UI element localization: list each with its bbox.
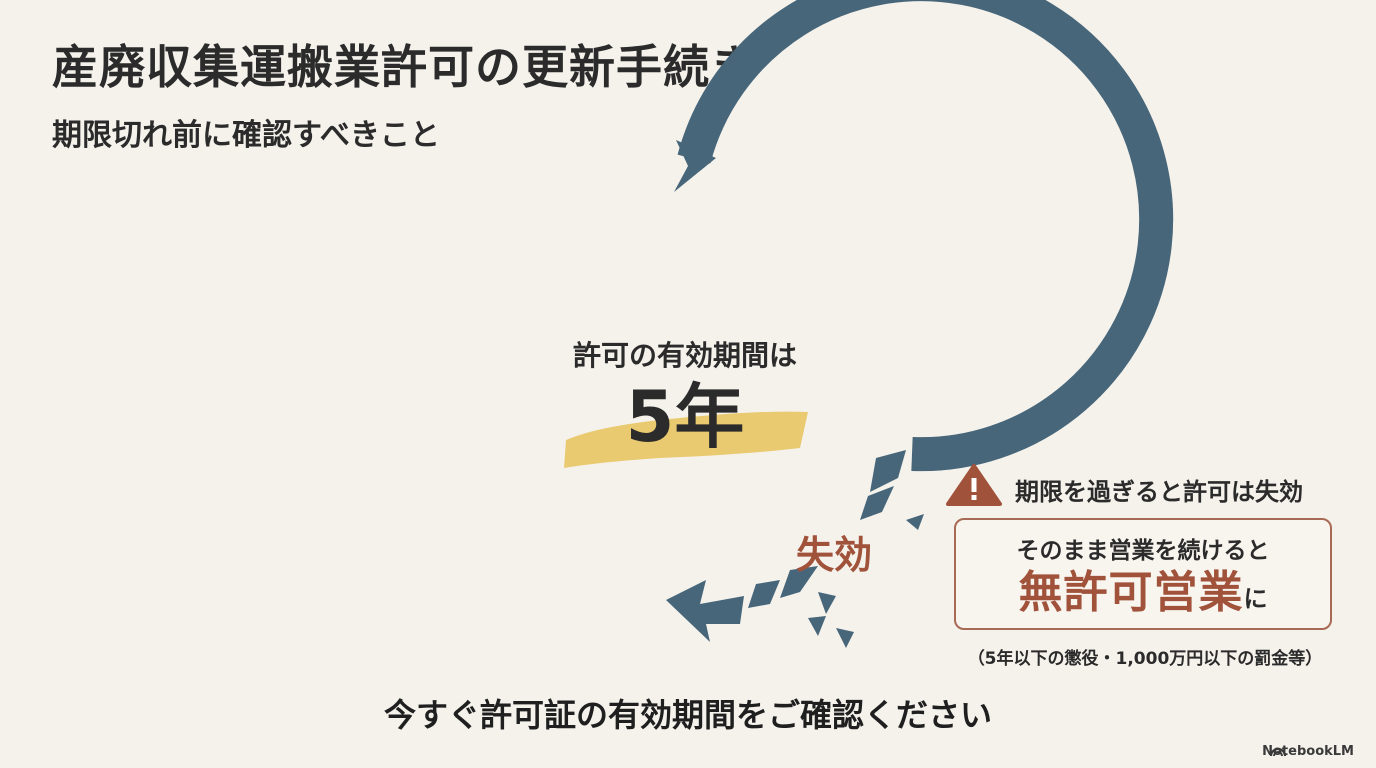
page-title: 産廃収集運搬業許可の更新手続き xyxy=(52,40,757,94)
warning-text: 期限を過ぎると許可は失効 xyxy=(1015,478,1303,506)
callout-emphasis: 無許可営業 xyxy=(1018,566,1244,618)
callout-line2: 無許可営業に xyxy=(956,566,1330,619)
cycle-arrowhead-top xyxy=(674,140,716,192)
broken-fragment-5 xyxy=(748,580,780,608)
broken-fragment-6 xyxy=(818,592,836,614)
call-to-action: 今すぐ許可証の有効期間をご確認ください xyxy=(383,696,992,734)
brand-footer: NotebookLM xyxy=(1241,744,1354,759)
broken-fragment-3 xyxy=(906,514,924,530)
notebooklm-logo-icon xyxy=(1269,747,1287,757)
cycle-arrowhead-bottom xyxy=(666,580,744,642)
page-subtitle: 期限切れ前に確認すべきこと xyxy=(52,118,440,153)
expired-label: 失効 xyxy=(796,533,873,577)
broken-fragment-8 xyxy=(836,628,854,648)
warning-row: 期限を過ぎると許可は失効 xyxy=(955,472,1303,507)
broken-fragment-2 xyxy=(860,486,894,520)
broken-fragment-4 xyxy=(780,566,818,598)
brand-name: NotebookLM xyxy=(1262,744,1354,759)
callout-line1: そのまま営業を続けると xyxy=(1016,538,1270,564)
cycle-ring xyxy=(677,0,1174,472)
broken-fragment-1 xyxy=(870,450,906,492)
warning-triangle-icon xyxy=(946,464,1002,506)
callout-suffix: に xyxy=(1243,584,1268,613)
penalty-note: （5年以下の懲役・1,000万円以下の罰金等） xyxy=(967,649,1323,669)
broken-fragment-7 xyxy=(808,616,826,636)
validity-period-value: 5年 xyxy=(625,376,745,458)
highlight-stroke xyxy=(564,411,808,468)
unlicensed-warning-callout: そのまま営業を続けると 無許可営業に xyxy=(954,518,1332,630)
validity-period-label: 許可の有効期間は xyxy=(572,339,797,372)
